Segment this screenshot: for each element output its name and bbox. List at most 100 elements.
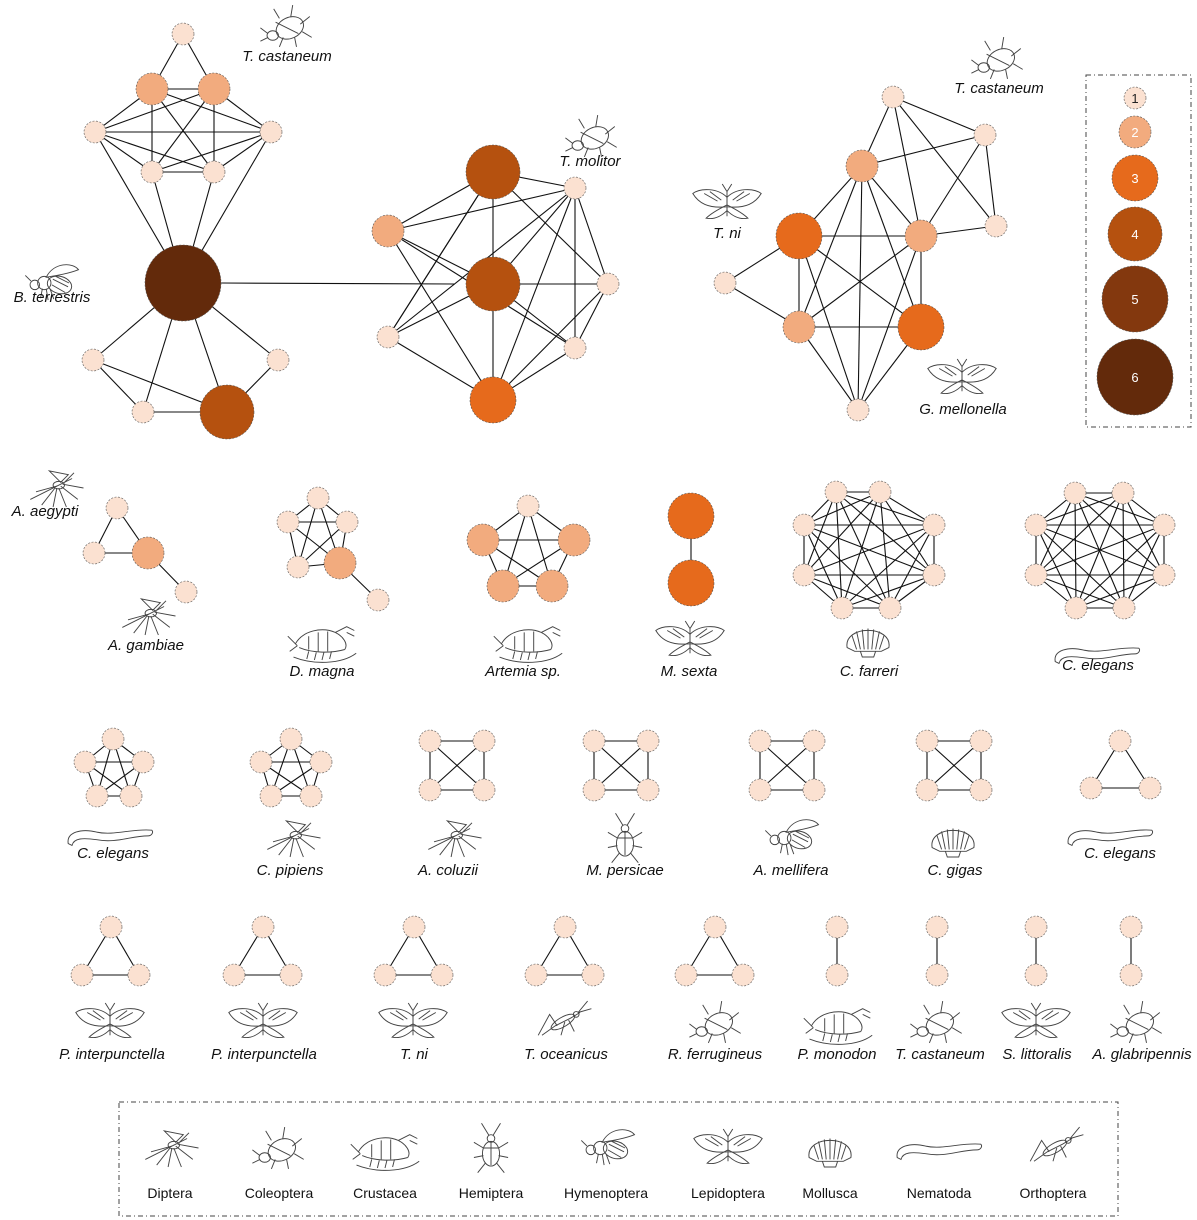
hemiptera-icon [473, 1123, 509, 1173]
network-node [83, 120, 107, 144]
size-legend-label: 6 [1131, 370, 1138, 385]
lepidoptera-icon [378, 1002, 448, 1039]
network-edge [798, 235, 859, 411]
network-edge [94, 88, 215, 133]
network-node [557, 523, 591, 557]
network-node [266, 348, 290, 372]
network-edge [220, 282, 456, 285]
size-legend-box [1085, 74, 1192, 428]
network-edge [213, 131, 272, 173]
network-node [553, 915, 577, 939]
network-node [925, 915, 949, 939]
species-label: P. interpunctella [59, 1046, 165, 1063]
network-node [775, 212, 823, 260]
taxon-legend-label: Orthoptera [1020, 1185, 1087, 1201]
size-legend-node [1118, 115, 1152, 149]
coleoptera-icon [689, 1001, 741, 1044]
network-node [469, 376, 517, 424]
network-node [915, 778, 939, 802]
network-node [144, 244, 222, 322]
species-label: G. mellonella [919, 401, 1007, 418]
network-edge [1035, 524, 1077, 609]
network-edge [387, 171, 494, 338]
network-edge [803, 524, 935, 576]
network-node [915, 729, 939, 753]
network-edge [798, 165, 863, 328]
coleoptera-icon [260, 5, 312, 48]
size-legend-label: 3 [1131, 171, 1138, 186]
diptera-icon [428, 820, 482, 858]
taxon-legend-label: Coleoptera [245, 1185, 314, 1201]
network-edge [803, 524, 891, 609]
taxon-legend-box [118, 1101, 1119, 1217]
network-node [1024, 915, 1048, 939]
species-label: A. coluzii [417, 862, 479, 879]
hymenoptera-icon [580, 1129, 636, 1166]
species-label: T. castaneum [954, 80, 1044, 97]
size-legend-label: 1 [1131, 91, 1138, 106]
network-node [135, 72, 169, 106]
network-edge [1074, 492, 1165, 526]
network-edge [94, 131, 153, 173]
network-edge [1123, 524, 1165, 609]
network-edge [574, 283, 609, 349]
network-edge [1035, 492, 1124, 576]
network-node [82, 541, 106, 565]
network-node [748, 778, 772, 802]
network-node [596, 272, 620, 296]
network-node [845, 149, 879, 183]
network-edge [803, 491, 837, 576]
network-node [99, 915, 123, 939]
network-edge [861, 165, 922, 328]
network-node [984, 214, 1008, 238]
hymenoptera-icon [24, 264, 80, 301]
network-node [81, 348, 105, 372]
network-node [563, 176, 587, 200]
network-edge [803, 491, 881, 576]
network-node [1108, 729, 1132, 753]
network-node [830, 596, 854, 620]
species-label: T. ni [400, 1046, 428, 1063]
species-label: P. monodon [798, 1046, 877, 1063]
network-edge [861, 134, 986, 167]
network-node [279, 727, 303, 751]
diptera-icon [122, 598, 176, 636]
network-node [371, 214, 405, 248]
network-edge [1074, 492, 1165, 576]
network-node [465, 256, 521, 312]
crustacea-icon [350, 1134, 420, 1171]
coleoptera-icon [910, 1001, 962, 1044]
taxon-legend-label: Hemiptera [459, 1185, 524, 1201]
network-edge [857, 235, 922, 411]
network-edge [492, 283, 609, 401]
species-label: C. pipiens [257, 862, 324, 879]
network-edge [892, 96, 997, 227]
diptera-icon [30, 470, 84, 508]
network-edge [879, 491, 891, 609]
network-edge [492, 187, 576, 401]
species-label: C. elegans [1084, 845, 1156, 862]
network-node [878, 596, 902, 620]
network-node [418, 729, 442, 753]
network-node [881, 85, 905, 109]
network-edge [1035, 492, 1076, 576]
size-legend-node [1101, 265, 1169, 333]
network-node [636, 729, 660, 753]
species-label: A. mellifera [752, 862, 828, 879]
network-node [897, 303, 945, 351]
species-label: C. elegans [77, 845, 149, 862]
network-node [251, 915, 275, 939]
network-edge [1035, 524, 1165, 576]
network-node [286, 555, 310, 579]
network-node [140, 160, 164, 184]
taxon-legend-label: Hymenoptera [564, 1185, 648, 1201]
network-node [1024, 513, 1048, 537]
network-edge [574, 187, 609, 285]
network-node [973, 123, 997, 147]
species-label: C. gigas [927, 862, 983, 879]
species-label: R. ferrugineus [668, 1046, 763, 1063]
network-edges [81, 33, 1165, 976]
size-legend-node [1107, 206, 1163, 262]
network-node [202, 160, 226, 184]
network-node [486, 569, 520, 603]
